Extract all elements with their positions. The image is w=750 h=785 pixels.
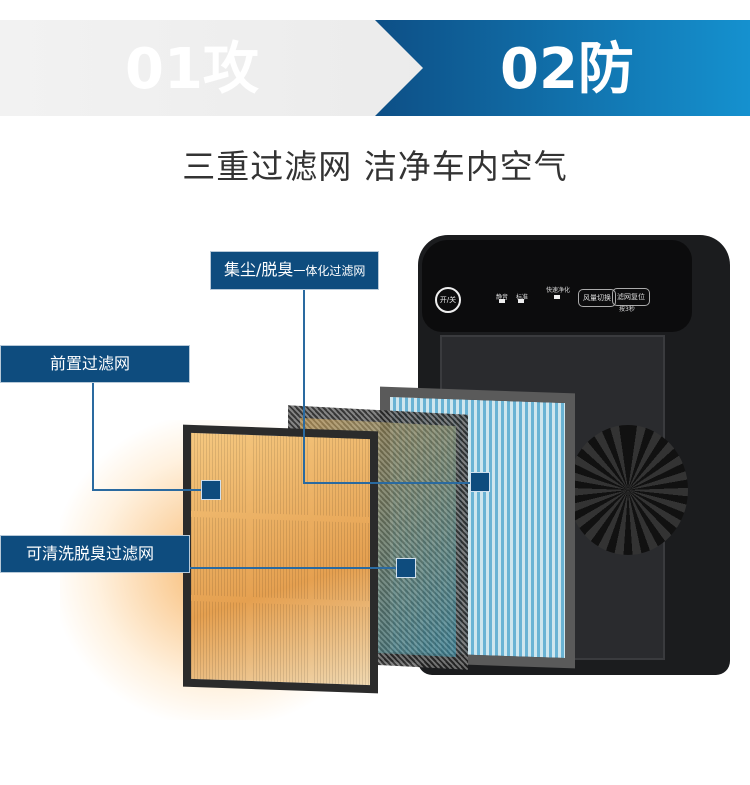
callout-line [92,489,202,491]
pre-filter [183,424,378,694]
fan-switch-button: 风量切换 [578,289,616,307]
callout-washable: 可清洗脱臭过滤网 [0,535,190,573]
callout-line [303,482,473,484]
callout-sub: 一体化过滤网 [293,264,366,278]
callout-main: 集尘/脱臭 [224,260,294,279]
callout-line [92,383,94,490]
dust-filter-marker [470,472,490,492]
mode-standard-label: 标准 [516,294,529,301]
power-button: 开/关 [435,287,461,313]
mode-mute-label: 静音 [496,294,509,301]
page-subtitle: 三重过滤网 洁净车内空气 [182,147,568,186]
banner-active-tab[interactable] [375,20,750,116]
control-panel [422,240,692,332]
pre-filter-marker [201,480,221,500]
callout-line [303,288,305,484]
led-indicator [518,299,524,303]
callout-line [190,567,400,569]
led-indicator [499,299,505,303]
led-indicator [554,295,560,299]
mode-fast-label: 快速净化 [546,287,571,294]
washable-filter-marker [396,558,416,578]
tab-defense-label[interactable]: 02防 [500,37,634,102]
callout-dust-deodor: 集尘/脱臭一体化过滤网 [210,251,380,290]
filter-reset-button: 滤网复位 [612,288,650,306]
fan-icon [568,425,688,555]
tab-attack-label[interactable]: 01攻 [125,37,259,102]
reset-hint: 按3秒 [619,306,635,313]
callout-pre-filter: 前置过滤网 [0,345,190,383]
